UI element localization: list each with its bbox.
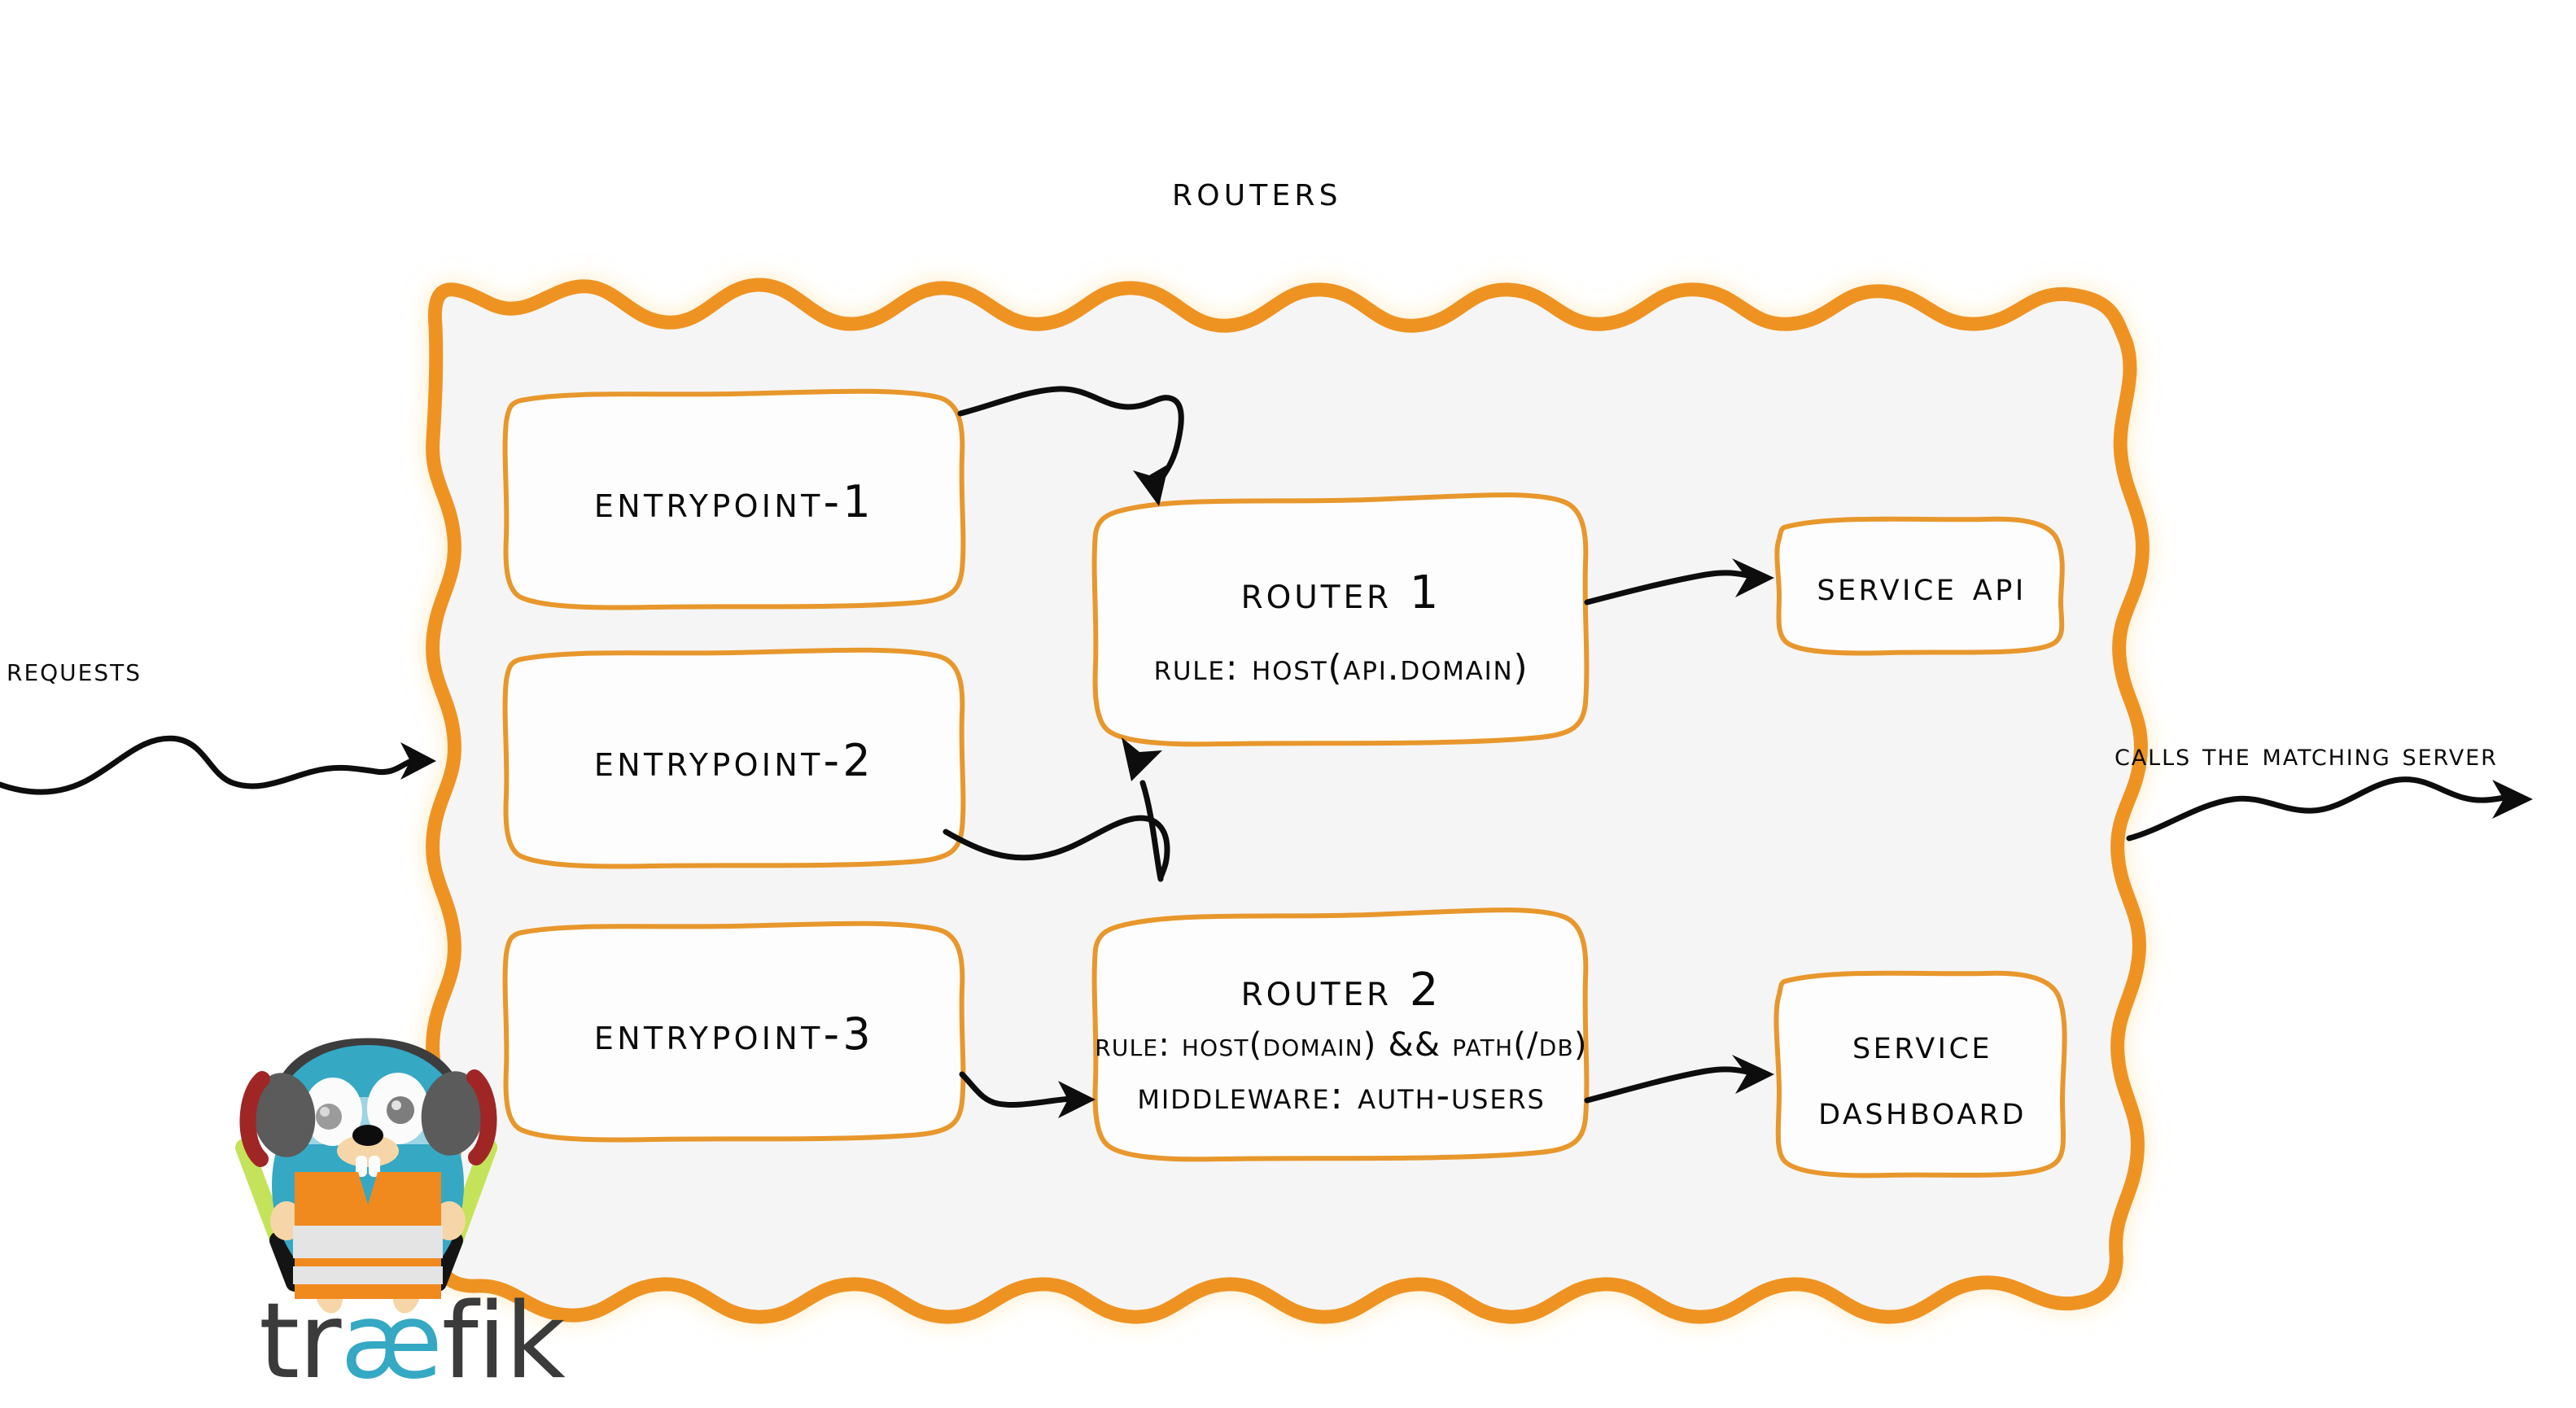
arrow-outgoing: [2126, 776, 2533, 842]
headphone-cup-right: [421, 1069, 497, 1165]
safety-vest: [293, 1172, 443, 1299]
gopher-hand-left: [270, 1201, 303, 1240]
wordmark-suffix: fik: [441, 1281, 566, 1402]
service-dashboard-line-2: Dashboard: [1818, 1087, 2027, 1134]
entrypoint-label-1: entrypoint-1: [593, 475, 875, 527]
router-2-title: Router 2: [1240, 963, 1442, 1017]
routers-panel: [426, 278, 2150, 1324]
service-api-label: Service API: [1817, 562, 2027, 610]
router-2-rule: rule: Host(domain) && Path(/db): [1095, 1025, 1588, 1064]
router-box-1[interactable]: [1091, 492, 1590, 747]
gopher-head: [277, 1045, 459, 1185]
wordmark-ligature: æ: [340, 1281, 443, 1402]
router-box-2[interactable]: [1091, 907, 1590, 1162]
service-dashboard-line-1: Service: [1852, 1021, 1993, 1068]
router-2-content: Router 2 rule: Host(domain) && Path(/db)…: [1095, 921, 1588, 1159]
service-box-api[interactable]: [1774, 516, 2065, 656]
entrypoint-box-2[interactable]: [502, 647, 966, 869]
entrypoint-label-3: entrypoint-3: [593, 1008, 875, 1060]
service-dashboard-label: Service Dashboard: [1779, 977, 2066, 1178]
gopher-tooth-right: [369, 1156, 380, 1177]
router-1-title: Router 1: [1240, 566, 1442, 619]
arrow-router2-servicedashboard: [1584, 1055, 1774, 1104]
marshalling-wand-right: [429, 1139, 497, 1292]
gopher-nose: [352, 1125, 383, 1146]
service-box-dashboard[interactable]: [1773, 970, 2067, 1178]
entrypoint-box-1[interactable]: [502, 388, 966, 610]
page-title: Routers: [1172, 167, 1342, 216]
arrow-ep1-router1: [957, 386, 1184, 506]
wordmark-prefix: tr: [259, 1281, 342, 1402]
router-1-content: Router 1 rule: Host(api.domain): [1096, 511, 1587, 744]
traefik-wordmark: træfik: [259, 1290, 566, 1394]
gopher-eye-right: [367, 1073, 429, 1144]
gopher-hand-right: [433, 1201, 466, 1240]
headphone-band: [271, 1038, 465, 1106]
arrow-ep3-router2: [959, 1071, 1096, 1118]
traefik-gopher-mascot: [235, 1038, 497, 1314]
gopher-snout: [337, 1135, 399, 1167]
goggles-strap: [285, 1097, 451, 1144]
arrow-requests: [0, 735, 436, 795]
requests-label: Requests: [7, 651, 142, 689]
marshalling-wand-left: [235, 1139, 304, 1292]
router-1-rule: rule: Host(api.domain): [1153, 647, 1529, 689]
entrypoint-box-3[interactable]: [502, 920, 966, 1143]
gopher-eye-left: [304, 1078, 362, 1146]
gopher-body: [272, 1071, 464, 1299]
gopher-tooth-left: [356, 1156, 367, 1177]
calls-matching-server-label: Calls the matching server: [2115, 737, 2498, 772]
router-2-middleware: Middleware: auth-users: [1137, 1073, 1546, 1117]
entrypoint-label-2: entrypoint-2: [593, 734, 875, 786]
headphone-cup-left: [239, 1071, 316, 1167]
arrow-router1-serviceapi: [1584, 558, 1774, 606]
arrow-ep2-router1: [942, 737, 1170, 882]
